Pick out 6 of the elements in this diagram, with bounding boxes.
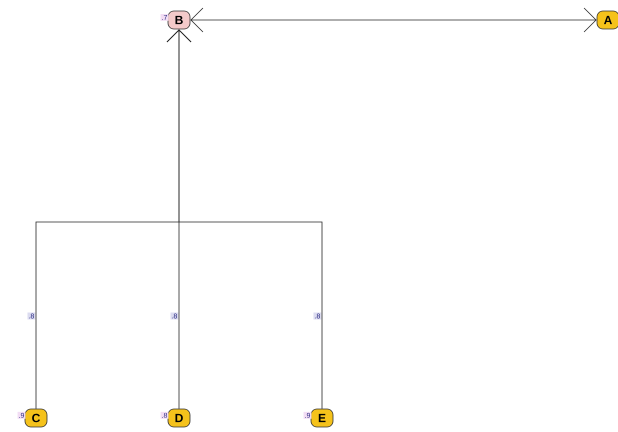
- node-oval: A: [596, 10, 618, 30]
- node-oval: C: [24, 408, 48, 428]
- arrow: [166, 29, 322, 409]
- arrow: [190, 8, 597, 32]
- node-oval: E: [310, 408, 334, 428]
- node-oval: D: [168, 408, 190, 428]
